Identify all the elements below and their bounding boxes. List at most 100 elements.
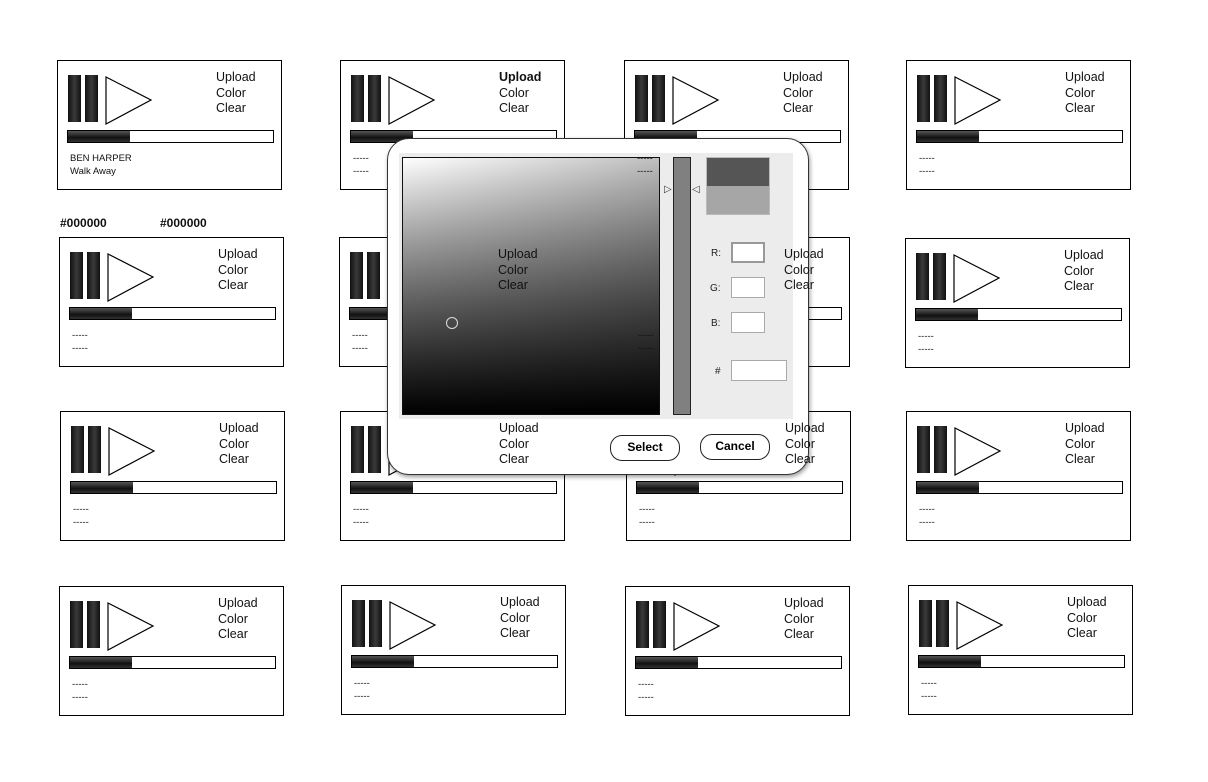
- upload-link[interactable]: Upload: [219, 421, 259, 435]
- pause-bar-right-icon[interactable]: [934, 75, 947, 122]
- pause-bar-right-icon[interactable]: [87, 252, 100, 299]
- pause-bar-left-icon[interactable]: [350, 252, 363, 299]
- pause-bar-right-icon[interactable]: [368, 426, 381, 473]
- play-icon[interactable]: [107, 602, 155, 652]
- upload-link[interactable]: Upload: [784, 596, 824, 610]
- progress-bar[interactable]: [69, 307, 276, 320]
- pause-bar-left-icon[interactable]: [916, 253, 929, 300]
- upload-link[interactable]: Upload: [500, 595, 540, 609]
- color-link[interactable]: Color: [498, 262, 528, 277]
- clear-link[interactable]: Clear: [1065, 101, 1095, 115]
- pause-bar-right-icon[interactable]: [936, 600, 949, 647]
- upload-link[interactable]: Upload: [499, 421, 539, 435]
- color-link[interactable]: Color: [1064, 263, 1094, 278]
- pause-bar-left-icon[interactable]: [351, 75, 364, 122]
- hue-slider-left-arrow-icon[interactable]: ▷: [664, 184, 672, 195]
- color-link[interactable]: Color: [216, 85, 246, 100]
- color-cursor[interactable]: [446, 317, 458, 329]
- play-icon[interactable]: [954, 427, 1002, 477]
- color-link[interactable]: Color: [500, 610, 530, 625]
- pause-bar-left-icon[interactable]: [70, 252, 83, 299]
- upload-link[interactable]: Upload: [498, 247, 538, 261]
- clear-link[interactable]: Clear: [1064, 279, 1094, 293]
- select-button[interactable]: Select: [610, 435, 680, 461]
- upload-link[interactable]: Upload: [785, 421, 825, 435]
- cancel-button[interactable]: Cancel: [700, 434, 770, 460]
- upload-link[interactable]: Upload: [783, 70, 823, 84]
- pause-bar-right-icon[interactable]: [933, 253, 946, 300]
- clear-link[interactable]: Clear: [500, 626, 530, 640]
- play-icon[interactable]: [956, 601, 1004, 651]
- clear-link[interactable]: Clear: [218, 627, 248, 641]
- progress-bar[interactable]: [636, 481, 843, 494]
- pause-bar-left-icon[interactable]: [635, 75, 648, 122]
- progress-bar[interactable]: [915, 308, 1122, 321]
- clear-link[interactable]: Clear: [783, 101, 813, 115]
- pause-bar-right-icon[interactable]: [653, 601, 666, 648]
- progress-bar[interactable]: [69, 656, 276, 669]
- pause-bar-left-icon[interactable]: [70, 601, 83, 648]
- upload-link[interactable]: Upload: [1065, 70, 1105, 84]
- play-icon[interactable]: [672, 76, 720, 126]
- progress-bar[interactable]: [351, 655, 558, 668]
- color-link[interactable]: Color: [1065, 436, 1095, 451]
- play-icon[interactable]: [388, 76, 436, 126]
- color-link[interactable]: Color: [783, 85, 813, 100]
- color-link[interactable]: Color: [784, 611, 814, 626]
- play-icon[interactable]: [389, 601, 437, 651]
- color-link[interactable]: Color: [784, 262, 814, 277]
- hue-slider-right-arrow-icon[interactable]: ◁: [692, 184, 700, 195]
- pause-bar-right-icon[interactable]: [87, 601, 100, 648]
- progress-bar[interactable]: [916, 481, 1123, 494]
- clear-link[interactable]: Clear: [498, 278, 528, 292]
- clear-link[interactable]: Clear: [216, 101, 246, 115]
- upload-link[interactable]: Upload: [1064, 248, 1104, 262]
- saturation-value-field[interactable]: [402, 157, 660, 415]
- pause-bar-right-icon[interactable]: [367, 252, 380, 299]
- color-link[interactable]: Color: [785, 436, 815, 451]
- play-icon[interactable]: [953, 254, 1001, 304]
- pause-bar-left-icon[interactable]: [917, 426, 930, 473]
- upload-link[interactable]: Upload: [1065, 421, 1105, 435]
- pause-bar-left-icon[interactable]: [919, 600, 932, 647]
- color-link[interactable]: Color: [218, 262, 248, 277]
- pause-bar-right-icon[interactable]: [652, 75, 665, 122]
- upload-link[interactable]: Upload: [499, 70, 542, 84]
- clear-link[interactable]: Clear: [1065, 452, 1095, 466]
- play-icon[interactable]: [673, 602, 721, 652]
- pause-bar-right-icon[interactable]: [88, 426, 101, 473]
- pause-bar-right-icon[interactable]: [369, 600, 382, 647]
- r-input[interactable]: [731, 242, 765, 263]
- upload-link[interactable]: Upload: [218, 247, 258, 261]
- hex-input[interactable]: [731, 360, 787, 381]
- pause-bar-left-icon[interactable]: [352, 600, 365, 647]
- b-input[interactable]: [731, 312, 765, 333]
- progress-bar[interactable]: [916, 130, 1123, 143]
- color-link[interactable]: Color: [1065, 85, 1095, 100]
- play-icon[interactable]: [954, 76, 1002, 126]
- hue-slider[interactable]: [673, 157, 691, 415]
- color-link[interactable]: Color: [1067, 610, 1097, 625]
- pause-bar-right-icon[interactable]: [85, 75, 98, 122]
- pause-bar-left-icon[interactable]: [68, 75, 81, 122]
- color-link[interactable]: Color: [219, 436, 249, 451]
- pause-bar-left-icon[interactable]: [917, 75, 930, 122]
- clear-link[interactable]: Clear: [785, 452, 815, 466]
- play-icon[interactable]: [108, 427, 156, 477]
- progress-bar[interactable]: [67, 130, 274, 143]
- progress-bar[interactable]: [635, 656, 842, 669]
- upload-link[interactable]: Upload: [218, 596, 258, 610]
- upload-link[interactable]: Upload: [216, 70, 256, 84]
- pause-bar-right-icon[interactable]: [934, 426, 947, 473]
- color-link[interactable]: Color: [218, 611, 248, 626]
- clear-link[interactable]: Clear: [219, 452, 249, 466]
- color-link[interactable]: Color: [499, 436, 529, 451]
- clear-link[interactable]: Clear: [784, 627, 814, 641]
- clear-link[interactable]: Clear: [784, 278, 814, 292]
- clear-link[interactable]: Clear: [218, 278, 248, 292]
- pause-bar-left-icon[interactable]: [351, 426, 364, 473]
- color-link[interactable]: Color: [499, 85, 529, 100]
- clear-link[interactable]: Clear: [499, 452, 529, 466]
- progress-bar[interactable]: [350, 481, 557, 494]
- play-icon[interactable]: [105, 76, 153, 126]
